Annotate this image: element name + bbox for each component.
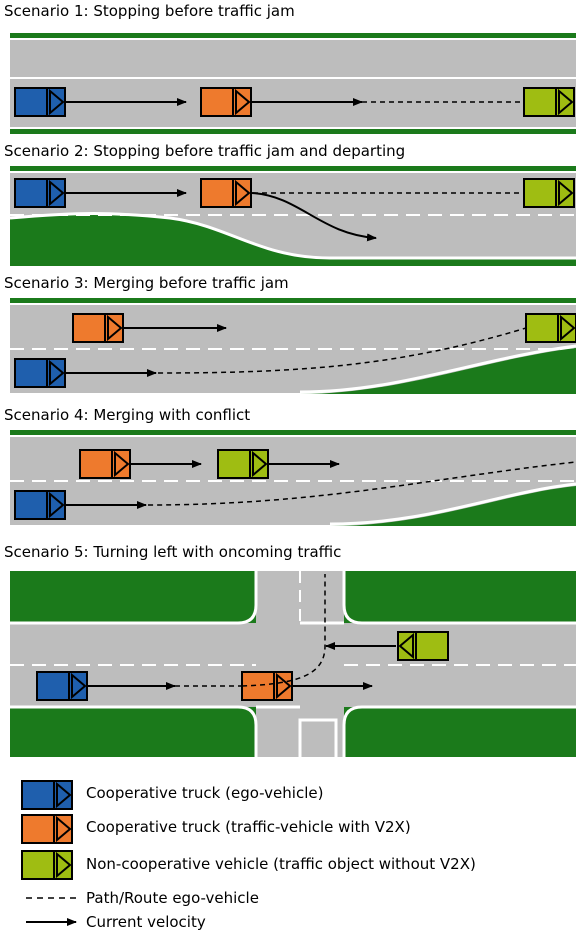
corner-edge: [342, 705, 576, 757]
scenario-1-diagram: [10, 33, 576, 134]
grass-strip-bottom: [10, 129, 576, 134]
noncoop-vehicle: [397, 631, 449, 661]
grass-strip-top: [10, 430, 576, 435]
scenario-5-title: Scenario 5: Turning left with oncoming t…: [4, 543, 342, 561]
noncoop-vehicle: [523, 178, 575, 208]
ego-path: [147, 461, 576, 506]
scenario-5-diagram: [10, 571, 576, 757]
ego-truck: [14, 87, 66, 117]
legend-velocity-swatch: [26, 918, 77, 926]
scenario-1-title: Scenario 1: Stopping before traffic jam: [4, 2, 295, 20]
grass-strip-top: [10, 166, 576, 171]
scenario-3-title: Scenario 3: Merging before traffic jam: [4, 274, 289, 292]
grass-area: [330, 486, 576, 526]
grass-strip-top: [10, 298, 576, 303]
ego-turn-path: [241, 574, 326, 687]
traffic-truck: [241, 671, 293, 701]
legend-ego-swatch: [21, 780, 73, 810]
scenario-3-diagram: [10, 298, 576, 394]
grass-area: [10, 213, 576, 266]
corner-edge: [10, 705, 258, 757]
noncoop-vehicle: [523, 87, 575, 117]
road-edge: [9, 212, 576, 260]
scenario-2-diagram: [9, 166, 576, 266]
traffic-truck: [79, 449, 131, 479]
ego-truck: [14, 358, 66, 388]
road: [10, 40, 576, 128]
road-edge: [329, 482, 576, 526]
legend-path-swatch: [26, 897, 76, 899]
legend-traffic-label: Cooperative truck (traffic-vehicle with …: [86, 818, 411, 836]
legend-velocity-label: Current velocity: [86, 913, 206, 931]
legend-traffic-swatch: [21, 814, 73, 844]
scenario-4-diagram: [10, 430, 576, 526]
traffic-truck: [200, 178, 252, 208]
road-edge: [299, 344, 576, 394]
noncoop-vehicle: [217, 449, 269, 479]
scenario-2-title: Scenario 2: Stopping before traffic jam …: [4, 142, 406, 160]
grass-area: [300, 348, 576, 394]
legend-noncoop-swatch: [21, 850, 73, 880]
traffic-truck: [200, 87, 252, 117]
corner-edge: [10, 571, 258, 625]
noncoop-vehicle: [525, 313, 576, 343]
scenario-4-title: Scenario 4: Merging with conflict: [4, 406, 251, 424]
legend-noncoop-label: Non-cooperative vehicle (traffic object …: [86, 855, 476, 873]
traffic-truck: [72, 313, 124, 343]
ego-truck: [14, 178, 66, 208]
ego-truck: [14, 490, 66, 520]
legend-path-label: Path/Route ego-vehicle: [86, 889, 259, 907]
legend-ego-label: Cooperative truck (ego-vehicle): [86, 784, 324, 802]
island-edge: [298, 718, 338, 757]
ego-truck: [36, 671, 88, 701]
ego-path: [157, 327, 527, 374]
traffic-departing-arrow: [251, 192, 377, 242]
corner-edge: [342, 571, 576, 625]
grass-strip-top: [10, 33, 576, 38]
